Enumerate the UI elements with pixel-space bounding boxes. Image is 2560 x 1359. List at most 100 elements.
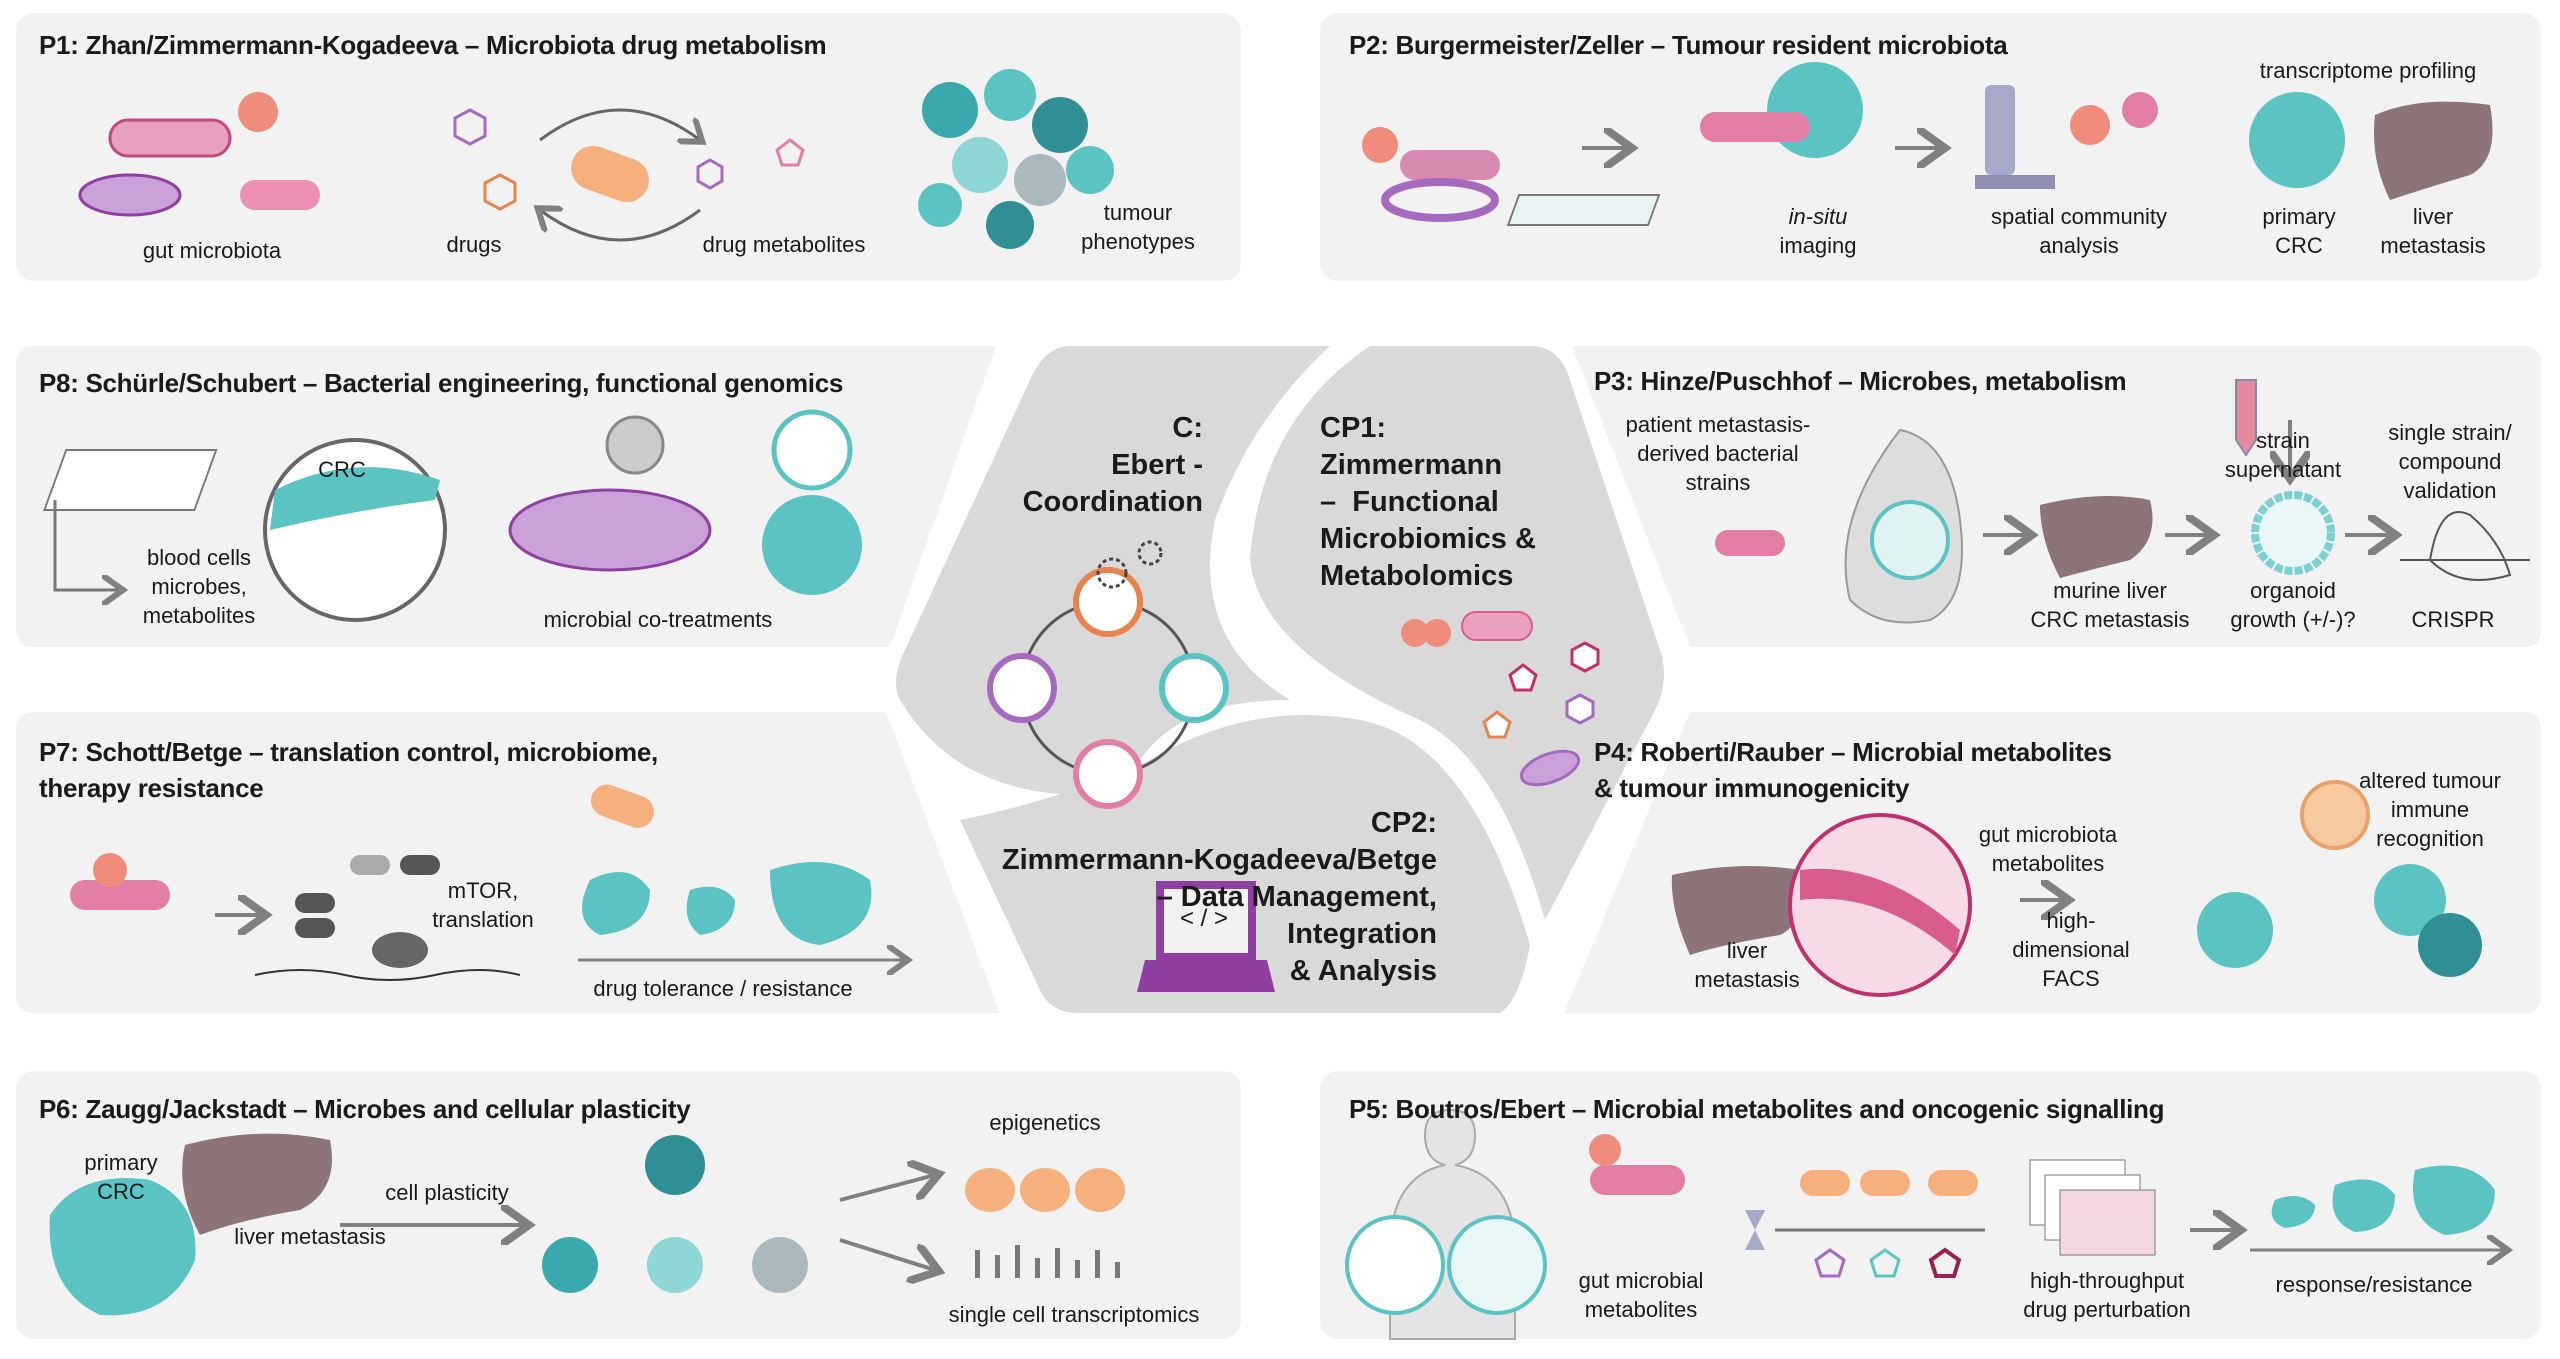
cp1-label: CP1: Zimmermann – Functional Microbiomic… [1320, 412, 1536, 592]
signalling-node-icon [400, 855, 440, 875]
bacterium-icon [70, 880, 170, 910]
p6-title: P6: Zaugg/Jackstadt – Microbes and cellu… [39, 1094, 691, 1124]
coccus-icon [1423, 619, 1451, 647]
cell-state-icon [752, 1237, 808, 1293]
pill-icon [571, 145, 649, 203]
axis-arrows-icon [53, 500, 120, 590]
crc-tissue [270, 467, 440, 530]
primary-crc-icon [49, 1178, 196, 1316]
bacterium-icon [1461, 611, 1533, 641]
pill-icon [1860, 1170, 1910, 1196]
metabolite-hexagon-icon [696, 158, 724, 190]
bacterium-icon [108, 118, 232, 158]
signalling-node-icon [295, 918, 335, 938]
microfluidic-chip-icon [43, 449, 218, 511]
co-treatment-icon [605, 415, 665, 475]
arrow [839, 1238, 935, 1270]
coccus-icon [238, 92, 278, 132]
screening-plates-icon [2029, 1159, 2156, 1256]
liver-icon [2040, 496, 2153, 578]
imaging-label: imaging [1779, 233, 1857, 258]
nucleosome-icon [965, 1168, 1125, 1212]
drug-hexagon-icon [453, 108, 487, 146]
liver-metastasis-label: liver metastasis [2380, 204, 2486, 258]
tumour-cell-icon [1767, 62, 1863, 158]
tumour-cells-cluster [918, 69, 1114, 249]
cycle-arrow-top [539, 108, 700, 140]
p7-title: P7: Schott/Betge – translation control, … [39, 737, 658, 803]
primary-crc-label: primary CRC [2262, 204, 2336, 258]
intestine-wall [1800, 868, 1960, 955]
coccus-icon [1362, 127, 1398, 163]
single-cell-label: single cell transcriptomics [948, 1302, 1200, 1327]
drug-metabolites-label: drug metabolites [702, 232, 866, 257]
cell-state-icon [647, 1237, 703, 1293]
metabolite-pentagon-icon [1508, 663, 1538, 692]
person-icon-pink [1073, 739, 1143, 809]
patient-strains-label: patient metastasis- derived bacterial st… [1625, 412, 1811, 495]
tumour-cell-icon [762, 495, 862, 595]
bacterium-icon-purple [1519, 749, 1581, 787]
tumour-cell-icon [2197, 892, 2273, 968]
liver-icon [182, 1133, 332, 1235]
murine-liver-label: murine liver CRC metastasis [2030, 578, 2190, 632]
mtor-label: mTOR, translation [432, 878, 534, 932]
liver-icon [1671, 866, 1803, 955]
p3-title: P3: Hinze/Puschhof – Microbes, metabolis… [1594, 366, 2127, 396]
transcriptome-profiling-label: transcriptome profiling [2259, 58, 2477, 83]
c-coordination-label: C: Ebert - Coordination [1022, 412, 1203, 518]
p2-title: P2: Burgermeister/Zeller – Tumour reside… [1349, 30, 2008, 60]
signalling-node-icon [350, 855, 390, 875]
tumour-cell-icon [2374, 864, 2446, 936]
pill-icon [1800, 1170, 1850, 1196]
mrna-strand [254, 969, 521, 981]
single-strain-label: single strain/ compound validation [2388, 420, 2512, 503]
test-tube-icon [2235, 379, 2257, 457]
response-label: response/resistance [2275, 1272, 2473, 1297]
bacterium-imaging-icon [1700, 112, 1810, 142]
p4-title: P4: Roberti/Rauber – Microbial metabolit… [1594, 737, 2112, 803]
drug-tolerance-label: drug tolerance / resistance [593, 976, 853, 1001]
laptop-base [1137, 960, 1275, 992]
drugs-label: drugs [446, 232, 502, 257]
high-throughput-label: high-throughput drug perturbation [2023, 1268, 2191, 1322]
crispr-icon [2400, 511, 2530, 581]
gut-metabolites-label: gut microbiota metabolites [1978, 822, 2118, 876]
metabolite-pentagon-icon [1814, 1248, 1846, 1278]
bacterium-icon [1715, 530, 1785, 556]
p1-title: P1: Zhan/Zimmermann-Kogadeeva – Microbio… [39, 30, 827, 60]
coccus-icon [1401, 619, 1429, 647]
bacterium-icon [240, 180, 320, 210]
hourglass-icon [1745, 1210, 1765, 1250]
facs-label: high- dimensional FACS [2012, 908, 2130, 991]
in-situ-label: in-situ [1788, 204, 1848, 229]
metabolite-pentagon-icon [1482, 710, 1512, 739]
liver-metastasis-label: liver metastasis [1694, 938, 1800, 992]
tumour-cell-icon [2418, 913, 2482, 977]
cell-state-icon [645, 1135, 705, 1195]
engineered-bacterium-icon [508, 488, 712, 572]
bacterium-icon [1590, 1165, 1685, 1195]
bacterium-ring-icon [771, 409, 853, 491]
tumour-cell-icon [686, 886, 735, 935]
spatial-community-label: spatial community analysis [1990, 204, 2168, 258]
person-icon-orange [1073, 567, 1143, 637]
organoid-icon [2251, 491, 2335, 575]
strain-supernatant-label: strain supernatant [2224, 428, 2342, 482]
liver-metastasis-label: liver metastasis [234, 1224, 386, 1249]
metabolite-pentagon-icon [1869, 1248, 1901, 1278]
laptop-icon [1156, 881, 1256, 961]
coccus-icon [1589, 1134, 1621, 1166]
bacterium-icon-purple [1381, 178, 1499, 222]
gear-icon-large [1096, 557, 1128, 589]
pill-icon [1928, 1170, 1978, 1196]
bacteria-cluster-icon [2122, 92, 2158, 128]
tumour-zoom-icon [1870, 500, 1950, 580]
liver-icon [2374, 101, 2493, 200]
tumour-cell-icon [2413, 1165, 2495, 1235]
tumour-phenotypes-label: tumour phenotypes [1081, 200, 1195, 254]
crc-label: CRC [318, 457, 366, 482]
panel-p7 [16, 712, 1000, 1013]
